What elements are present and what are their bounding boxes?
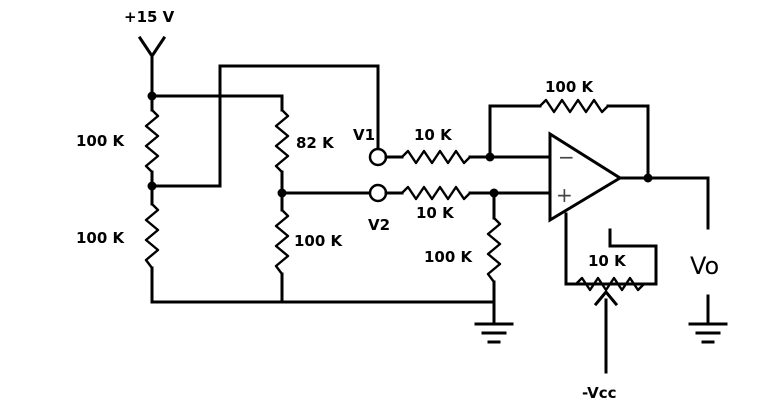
- pot-wiper-arrow: [593, 289, 619, 307]
- left-voltage-divider: [144, 94, 160, 304]
- pot-wiring: [564, 212, 658, 286]
- label-r-in1: 10 K: [414, 126, 453, 144]
- ground-symbol-output: [688, 322, 728, 344]
- ground-bus-wire: [150, 300, 496, 324]
- feedback-wire: [488, 104, 542, 159]
- potentiometer-10k: [575, 276, 645, 292]
- supply-terminal: [137, 35, 167, 98]
- label-v2: V2: [368, 216, 390, 234]
- resistor-100k-right-bottom: [274, 209, 290, 275]
- resistor-100k-feedback: [539, 98, 609, 114]
- label-r-feedback: 100 K: [545, 78, 595, 96]
- label-r-ground: 100 K: [424, 248, 474, 266]
- resistor-100k-left-bottom: [144, 203, 160, 269]
- output-wire: [618, 176, 710, 230]
- resistor-100k-left-top: [144, 109, 160, 173]
- label-r-div2-bottom: 100 K: [294, 232, 344, 250]
- v1-terminal: [368, 147, 388, 167]
- v1-link-wire: [150, 64, 380, 188]
- label-r-in2: 10 K: [416, 204, 455, 222]
- resistor-100k-ground: [486, 217, 502, 283]
- resistor-10k-v2: [401, 185, 471, 201]
- label-r-div2-top: 82 K: [296, 134, 335, 152]
- ground-symbol-input: [474, 322, 514, 344]
- junction-dots: [147, 91, 653, 198]
- output-label: Vo: [690, 252, 719, 280]
- resistor-10k-v1: [401, 149, 471, 165]
- label-r-pot: 10 K: [588, 252, 627, 270]
- label-r-div1-top: 100 K: [76, 132, 126, 150]
- op-amp-minus-sign: −: [558, 145, 575, 169]
- label-r-div1-bottom: 100 K: [76, 229, 126, 247]
- label-neg-supply: -Vcc: [582, 384, 617, 402]
- supply-label: +15 V: [124, 8, 175, 26]
- label-v1: V1: [353, 126, 375, 144]
- right-voltage-divider: [274, 94, 290, 304]
- v2-terminal: [368, 183, 388, 203]
- op-amp: [548, 131, 623, 223]
- resistor-82k: [274, 109, 290, 173]
- op-amp-plus-sign: +: [556, 183, 573, 207]
